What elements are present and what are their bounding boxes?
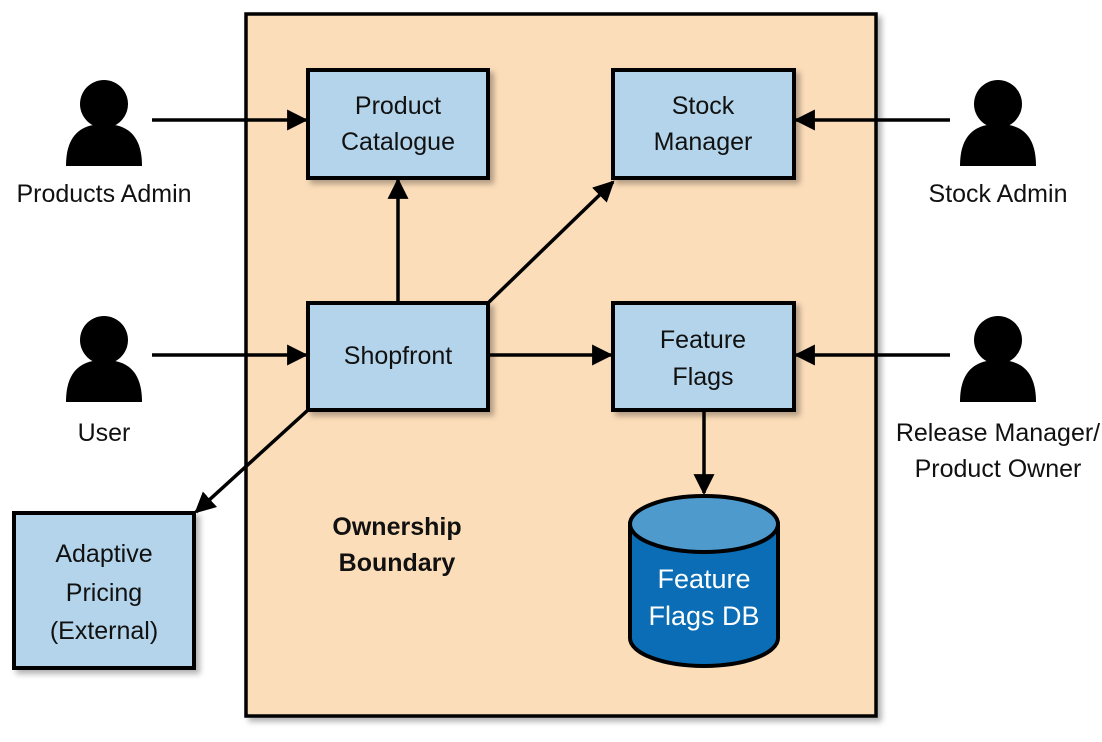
stock-manager-label: Stock xyxy=(672,92,735,120)
db-label-2: Flags DB xyxy=(648,601,759,631)
db-label: Feature xyxy=(657,564,750,594)
stock-manager-label-2: Manager xyxy=(654,128,753,156)
service-stock-manager: Stock Manager xyxy=(611,68,796,180)
adaptive-pricing-label: Adaptive xyxy=(55,540,152,568)
actor-user: User xyxy=(66,316,142,447)
shopfront-label: Shopfront xyxy=(344,342,452,370)
product-catalogue-label-2: Catalogue xyxy=(341,128,455,156)
service-adaptive-pricing: Adaptive Pricing (External) xyxy=(12,511,196,670)
release-manager-label: Release Manager/ xyxy=(896,419,1100,447)
feature-flags-label-2: Flags xyxy=(672,363,733,391)
boundary-label-line1: Ownership xyxy=(332,513,461,541)
products-admin-label: Products Admin xyxy=(16,180,191,208)
stock-admin-label: Stock Admin xyxy=(929,180,1068,208)
release-manager-label-2: Product Owner xyxy=(915,455,1082,483)
connections xyxy=(152,109,950,514)
service-product-catalogue: Product Catalogue xyxy=(306,68,490,180)
person-icon xyxy=(960,80,1036,166)
person-icon xyxy=(960,316,1036,402)
actor-release-manager: Release Manager/ Product Owner xyxy=(896,316,1100,483)
adaptive-pricing-label-2: Pricing xyxy=(66,579,142,607)
actor-products-admin: Products Admin xyxy=(16,80,192,208)
feature-flags-db: Feature Flags DB xyxy=(628,494,780,668)
adaptive-pricing-label-3: (External) xyxy=(50,617,158,645)
service-feature-flags: Feature Flags xyxy=(611,301,796,412)
person-icon xyxy=(66,316,142,402)
actor-stock-admin: Stock Admin xyxy=(929,80,1068,208)
arrow-shopfront-to-stock-manager xyxy=(486,180,615,305)
person-icon xyxy=(66,80,142,166)
product-catalogue-label: Product xyxy=(355,92,441,120)
arrow-shopfront-to-adaptive-pricing xyxy=(194,408,310,514)
feature-flags-label: Feature xyxy=(660,326,746,354)
user-label: User xyxy=(78,419,131,447)
service-shopfront: Shopfront xyxy=(306,301,490,412)
boundary-label-line2: Boundary xyxy=(339,549,456,577)
